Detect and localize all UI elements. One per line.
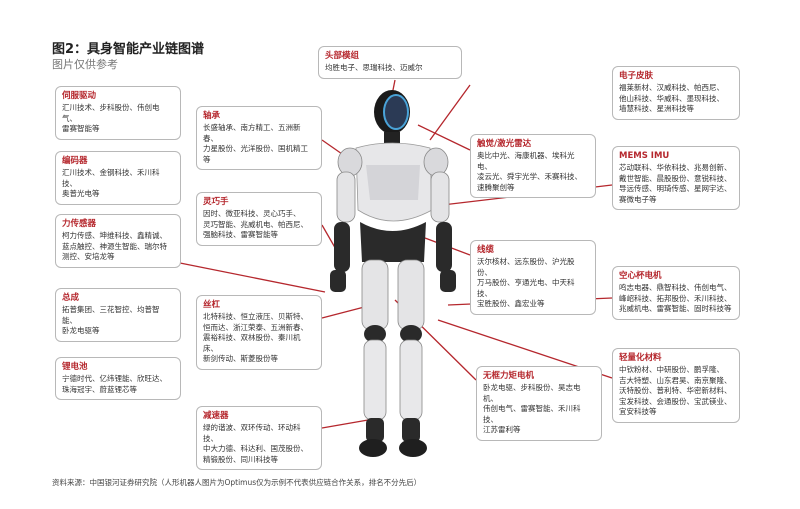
box-frameless-heading: 无框力矩电机 xyxy=(483,371,535,381)
source-note: 资料来源：中国银河证券研究院（人形机器人图片为Optimus仅为示例不代表供应链… xyxy=(52,478,422,487)
box-wire-body: 沃尔核材、远东股份、沪光股份、 万马股份、亨通光电、中天科技、 宝胜股份、鑫宏业… xyxy=(477,257,575,308)
box-eskin: 电子皮肤 福莱新材、汉威科技、帕西尼、 他山科技、华威科、墨现科技、 墙慧科技、… xyxy=(612,66,740,120)
box-head-body: 均胜电子、思瑞科技、迈威尔 xyxy=(325,63,423,72)
box-coreless-body: 鸣志电器、鼎智科技、伟创电气、 峰岹科技、拓邦股份、禾川科技、 兆威机电、雷赛智… xyxy=(619,283,732,313)
box-wire: 线缆 沃尔核材、远东股份、沪光股份、 万马股份、亨通光电、中天科技、 宝胜股份、… xyxy=(470,240,596,315)
box-light-heading: 轻量化材料 xyxy=(619,353,662,363)
box-assembly-heading: 总成 xyxy=(62,293,80,303)
box-reducer-body: 绿的谐波、双环传动、环动科技、 中大力德、科达利、国茂股份、 精锻股份、同川科技… xyxy=(203,423,308,464)
box-head-heading: 头部模组 xyxy=(325,51,360,61)
box-servo-heading: 伺服驱动 xyxy=(62,91,97,101)
connector-lidar xyxy=(417,124,471,151)
box-imu: MEMS IMU 芯动联科、华依科技、兆易创新、 戴世智能、晨股股份、意锐科技、… xyxy=(612,146,740,210)
box-battery: 锂电池 宁德时代、亿纬锂能、欣旺达、 珠海冠宇、蔚蓝锂芯等 xyxy=(55,357,181,400)
box-bearing: 轴承 长盛轴承、南方精工、五洲新春、 力星股份、光洋股份、国机精工等 xyxy=(196,106,322,170)
box-imu-body: 芯动联科、华依科技、兆易创新、 戴世智能、晨股股份、意锐科技、 导远传感、明琦传… xyxy=(619,163,732,204)
box-screw-body: 北特科技、恒立液压、贝斯特、 恒而达、浙江荣泰、五洲新春、 震裕科技、双林股份、… xyxy=(203,312,308,363)
box-light: 轻量化材料 中钦粉材、中研股份、鹏孚隆、 吉大特塑、山东君昊、南京聚隆、 沃特股… xyxy=(612,348,740,423)
box-frameless-body: 卧龙电驱、步科股份、昊志电机、 伟创电气、雷赛智能、禾川科技、 江苏雷利等 xyxy=(483,383,581,434)
box-coreless: 空心杯电机 鸣志电器、鼎智科技、伟创电气、 峰岹科技、拓邦股份、禾川科技、 兆威… xyxy=(612,266,740,320)
box-reducer: 减速器 绿的谐波、双环传动、环动科技、 中大力德、科达利、国茂股份、 精锻股份、… xyxy=(196,406,322,470)
box-assembly-body: 拓普集团、三花智控、均普智能、 卧龙电驱等 xyxy=(62,305,160,335)
robot-illustration xyxy=(330,90,456,457)
box-encoder-heading: 编码器 xyxy=(62,156,88,166)
figure-subtitle: 图片仅供参考 xyxy=(52,58,118,71)
box-imu-heading: MEMS IMU xyxy=(619,151,670,161)
box-eskin-body: 福莱新材、汉威科技、帕西尼、 他山科技、华威科、墨现科技、 墙慧科技、星洲科技等 xyxy=(619,83,724,113)
box-bearing-heading: 轴承 xyxy=(203,111,221,121)
box-lidar: 触觉/激光雷达 奥比中光、海康机器、埃科光电、 凌云光、舜宇光学、禾赛科技、 速… xyxy=(470,134,596,198)
box-coreless-heading: 空心杯电机 xyxy=(619,271,662,281)
box-bearing-body: 长盛轴承、南方精工、五洲新春、 力星股份、光洋股份、国机精工等 xyxy=(203,123,308,164)
connector-force xyxy=(174,261,326,293)
box-assembly: 总成 拓普集团、三花智控、均普智能、 卧龙电驱等 xyxy=(55,288,181,342)
box-force: 力传感器 柯力传感、坤维科技、鑫精诚、 蓝点触控、神源生智能、瑞尔特 测控、安培… xyxy=(55,214,181,268)
box-hand-heading: 灵巧手 xyxy=(203,197,229,207)
box-force-body: 柯力传感、坤维科技、鑫精诚、 蓝点触控、神源生智能、瑞尔特 测控、安培龙等 xyxy=(62,231,167,261)
box-force-heading: 力传感器 xyxy=(62,219,97,229)
box-hand-body: 因时、微亚科技、灵心巧手、 灵巧智能、兆威机电、帕西尼、 强脑科技、雷赛智能等 xyxy=(203,209,308,239)
box-servo: 伺服驱动 汇川技术、步科股份、伟创电气、 雷赛智能等 xyxy=(55,86,181,140)
box-eskin-heading: 电子皮肤 xyxy=(619,71,654,81)
box-encoder: 编码器 汇川技术、金钢科技、禾川科技、 奥普光电等 xyxy=(55,151,181,205)
box-hand: 灵巧手 因时、微亚科技、灵心巧手、 灵巧智能、兆威机电、帕西尼、 强脑科技、雷赛… xyxy=(196,192,322,246)
box-frameless: 无框力矩电机 卧龙电驱、步科股份、昊志电机、 伟创电气、雷赛智能、禾川科技、 江… xyxy=(476,366,602,441)
box-battery-body: 宁德时代、亿纬锂能、欣旺达、 珠海冠宇、蔚蓝锂芯等 xyxy=(62,374,167,394)
box-lidar-heading: 触觉/激光雷达 xyxy=(477,139,532,149)
figure-title: 图2：具身智能产业链图谱 xyxy=(52,42,205,57)
box-screw-heading: 丝杠 xyxy=(203,300,221,310)
box-wire-heading: 线缆 xyxy=(477,245,495,255)
box-light-body: 中钦粉材、中研股份、鹏孚隆、 吉大特塑、山东君昊、南京聚隆、 沃特股份、普利特、… xyxy=(619,365,732,416)
box-battery-heading: 锂电池 xyxy=(62,362,88,372)
connector-reducer xyxy=(321,419,369,429)
connector-eskin xyxy=(429,84,471,141)
box-servo-body: 汇川技术、步科股份、伟创电气、 雷赛智能等 xyxy=(62,103,160,133)
box-head: 头部模组 均胜电子、思瑞科技、迈威尔 xyxy=(318,46,462,79)
box-screw: 丝杠 北特科技、恒立液压、贝斯特、 恒而达、浙江荣泰、五洲新春、 震裕科技、双林… xyxy=(196,295,322,370)
box-encoder-body: 汇川技术、金钢科技、禾川科技、 奥普光电等 xyxy=(62,168,160,198)
box-reducer-heading: 减速器 xyxy=(203,411,229,421)
box-lidar-body: 奥比中光、海康机器、埃科光电、 凌云光、舜宇光学、禾赛科技、 速腾聚创等 xyxy=(477,151,582,192)
